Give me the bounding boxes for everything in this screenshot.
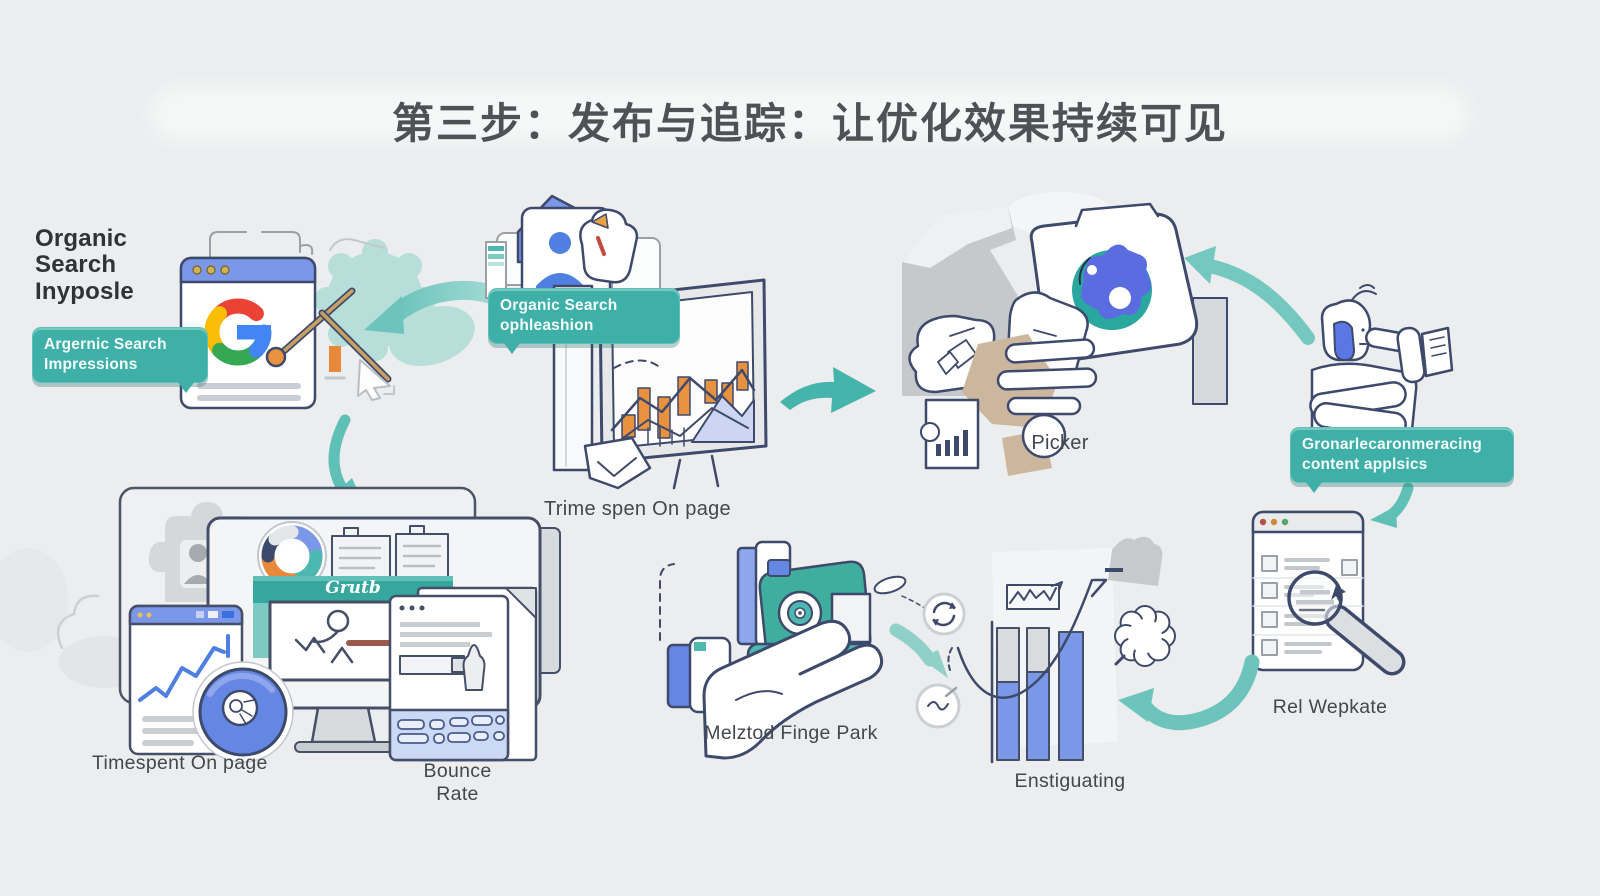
pencil-icon [591, 213, 609, 229]
keyboard-pills [397, 715, 505, 744]
speech-ellipse [873, 575, 907, 595]
browser-dots-icon [192, 265, 230, 275]
bars [996, 627, 1084, 761]
gear-shape [314, 239, 475, 366]
bar-chart-cluster [947, 536, 1176, 764]
gear-blob-icon [1081, 244, 1151, 319]
optimization-tag-label: Organic Search ophleashion [500, 297, 618, 335]
grutb-banner-label: Grutb [325, 578, 381, 598]
orange-bar [329, 346, 341, 372]
website-audit-cluster [1251, 510, 1406, 676]
refresh-icon [922, 592, 966, 636]
tag-tail [503, 342, 521, 355]
folded-paper [583, 436, 652, 490]
needle-pointer [265, 287, 392, 383]
google-browser-cluster [179, 231, 475, 410]
caption-method: Melztod Finge Park [704, 722, 878, 744]
line-chart-icon [138, 646, 226, 702]
paper-fan [1420, 326, 1454, 378]
arrow-robot-to-picker [1184, 246, 1315, 345]
robot-tag-label: Gronarlecaronmeracing content applsics [1302, 436, 1482, 474]
impressions-tag: Argernic Search Impressions [32, 327, 208, 394]
flower-badge-icon [1114, 605, 1176, 667]
bounce-rate-document [388, 586, 538, 762]
monitor-stand [310, 706, 377, 744]
google-logo-icon [204, 298, 272, 366]
donut-chart-icon [257, 521, 327, 591]
arrow-tag-to-website [1370, 482, 1414, 528]
optimization-tag: Organic Search ophleashion [488, 288, 680, 355]
cursor-icon [357, 359, 391, 401]
caption-timespent-monitor: Timespent On page [92, 752, 268, 774]
organic-search-heading: Organic Search Inyposle [35, 225, 134, 305]
caption-bounce-rate: Bounce Rate [423, 760, 492, 805]
mini-bars-icon [936, 430, 968, 456]
framed-sparkline-icon [1006, 581, 1063, 610]
blue-disc-icon [192, 661, 294, 763]
monitor-analytics-cluster [118, 486, 561, 763]
arrow-website-to-bars [1118, 654, 1260, 731]
hand-shape [702, 619, 884, 760]
antenna-icon [1351, 284, 1377, 301]
page-title: 第三步：发布与追踪：让优化效果持续可见 [391, 100, 1228, 147]
robot-visor [1333, 320, 1355, 361]
cloud-blob [579, 208, 639, 284]
tag-tail [177, 381, 195, 394]
browser-header [179, 256, 317, 284]
impressions-tag-label: Argernic Search Impressions [44, 336, 167, 374]
caption-picker: Picker [1031, 432, 1089, 454]
traffic-light-dots-icon [1259, 518, 1289, 526]
robot-cluster [1309, 284, 1454, 446]
target-icon [915, 683, 961, 729]
caption-estimating: Enstiguating [1014, 770, 1126, 792]
magnifier-icon [1287, 570, 1406, 676]
title-glow-band [150, 86, 1470, 142]
picker-cluster [902, 192, 1228, 476]
hand-bars [996, 338, 1098, 459]
arrow-hand-to-bars [889, 623, 948, 678]
hand-camera-cluster [659, 540, 966, 760]
robot-tag: Gronarlecaronmeracing content applsics [1290, 427, 1514, 494]
website-list-rows [1261, 555, 1358, 656]
clipboard-outline [209, 231, 314, 259]
caption-rel-website: Rel Wepkate [1272, 696, 1388, 718]
arrow-to-picker-right [780, 367, 876, 413]
caption-time-spent-board: Trime spen On page [544, 498, 731, 520]
tag-tail [1305, 481, 1323, 494]
